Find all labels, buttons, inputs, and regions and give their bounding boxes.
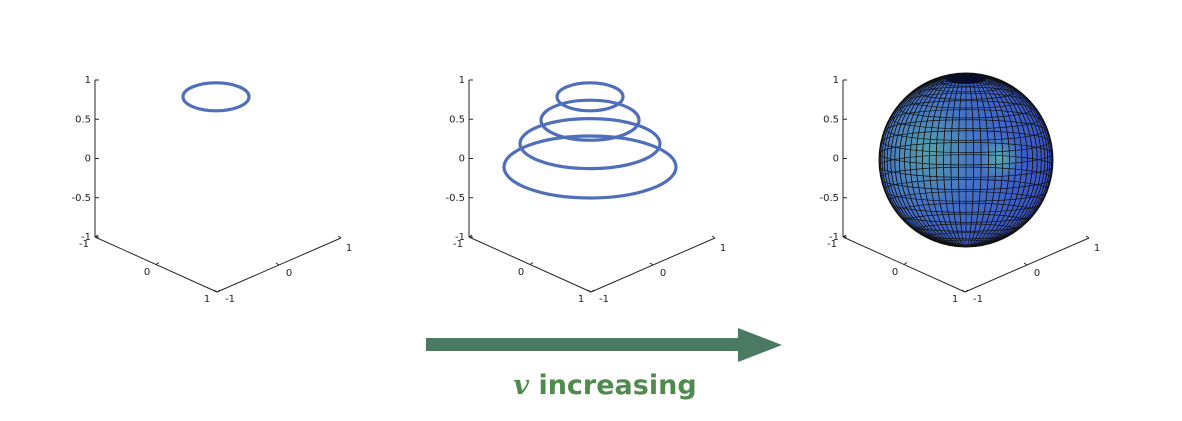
latitude-line: [954, 250, 979, 253]
longitude-line: [922, 73, 1010, 247]
x-tick-label: -1: [79, 239, 89, 250]
x-tick-label: -1: [453, 239, 463, 250]
z-tick-label: 0.5: [449, 114, 465, 125]
x-tick-mark: [964, 289, 969, 293]
panel-2: 10.50-0.5-1-101-101: [445, 75, 726, 305]
y-tick-mark: [961, 289, 966, 293]
x-tick-label: 0: [892, 267, 898, 278]
x-tick-label: 1: [952, 294, 958, 305]
longitude-line: [928, 73, 1004, 247]
latitude-line: [899, 100, 1033, 119]
z-tick-label: 0.5: [75, 114, 91, 125]
x-tick-mark: [903, 262, 908, 265]
z-tick-label: -0.5: [445, 193, 465, 204]
latitude-line: [892, 109, 1040, 130]
y-tick-label: -1: [225, 294, 235, 305]
y-tick-label: -1: [599, 294, 609, 305]
longitude-line: [958, 73, 974, 247]
longitude-line: [943, 73, 989, 247]
longitude-line: [915, 73, 1017, 247]
longitude-line: [881, 73, 1051, 247]
z-tick-label: 1: [459, 75, 465, 86]
z-tick-label: 1: [85, 75, 91, 86]
y-tick-label: 0: [1034, 268, 1040, 279]
longitude-line: [935, 73, 997, 247]
x-tick-label: 1: [204, 294, 210, 305]
x-tick-label: 1: [578, 294, 584, 305]
x-tick-mark: [216, 289, 221, 293]
z-tick-label: 0.5: [823, 114, 839, 125]
y-tick-mark: [275, 262, 280, 266]
y-tick-mark: [587, 289, 592, 293]
x-tick-mark: [529, 262, 534, 265]
longitude-line: [883, 73, 1049, 247]
arrow-label-text: increasing: [538, 370, 697, 401]
y-tick-label: 1: [1094, 243, 1100, 254]
x-tick-label: 0: [518, 267, 524, 278]
longitude-line: [899, 73, 1033, 247]
sphere-outline: [878, 72, 1054, 248]
y-tick-mark: [337, 235, 342, 239]
x-tick-mark: [155, 262, 160, 265]
z-tick-label: 1: [833, 75, 839, 86]
z-tick-label: -1: [829, 232, 839, 243]
panel-1: 10.50-0.5-1-101-101: [71, 75, 352, 305]
y-tick-mark: [711, 235, 716, 239]
longitude-line: [886, 73, 1046, 247]
x-tick-mark: [590, 289, 595, 293]
longitude-line: [909, 73, 1023, 247]
z-tick-label: -0.5: [71, 193, 91, 204]
y-tick-mark: [213, 289, 218, 293]
z-tick-label: -0.5: [819, 193, 839, 204]
y-tick-label: -1: [973, 294, 983, 305]
x-tick-label: -1: [827, 239, 837, 250]
y-tick-label: 1: [346, 243, 352, 254]
longitude-line: [879, 73, 1053, 247]
y-tick-label: 0: [286, 268, 292, 279]
z-tick-label: -1: [455, 232, 465, 243]
y-tick-label: 0: [660, 268, 666, 279]
longitude-line: [890, 73, 1042, 247]
latitude-ring: [518, 117, 662, 171]
y-tick-mark: [1085, 235, 1090, 239]
x-tick-mark: [94, 234, 99, 238]
y-tick-mark: [1023, 262, 1028, 266]
latitude-line: [941, 245, 991, 247]
panel-3: 10.50-0.5-1-101-101: [819, 75, 1100, 305]
x-tick-mark: [842, 234, 847, 238]
arrow-label-variable: v: [513, 370, 530, 401]
latitude-ring: [539, 98, 641, 142]
progress-arrow: [426, 328, 782, 362]
x-tick-mark: [468, 234, 473, 238]
z-tick-label: 0: [85, 154, 91, 165]
arrow-label: v increasing: [500, 370, 710, 401]
arrow-head: [738, 328, 782, 362]
latitude-ring: [502, 134, 678, 200]
longitude-line: [950, 73, 982, 247]
z-tick-label: -1: [81, 232, 91, 243]
y-tick-mark: [649, 262, 654, 266]
sphere-pole: [946, 74, 986, 84]
arrow-shaft: [426, 338, 746, 351]
longitude-line: [904, 73, 1028, 247]
longitude-line: [894, 73, 1038, 247]
latitude-line: [879, 154, 1053, 178]
latitude-ring: [555, 81, 625, 113]
x-tick-label: 0: [144, 267, 150, 278]
z-tick-label: 0: [833, 154, 839, 165]
z-tick-label: 0: [459, 154, 465, 165]
latitude-line: [918, 86, 1014, 100]
sphere: [878, 72, 1054, 253]
y-tick-label: 1: [720, 243, 726, 254]
latitude-line: [908, 92, 1024, 109]
latitude-ring: [181, 81, 251, 113]
